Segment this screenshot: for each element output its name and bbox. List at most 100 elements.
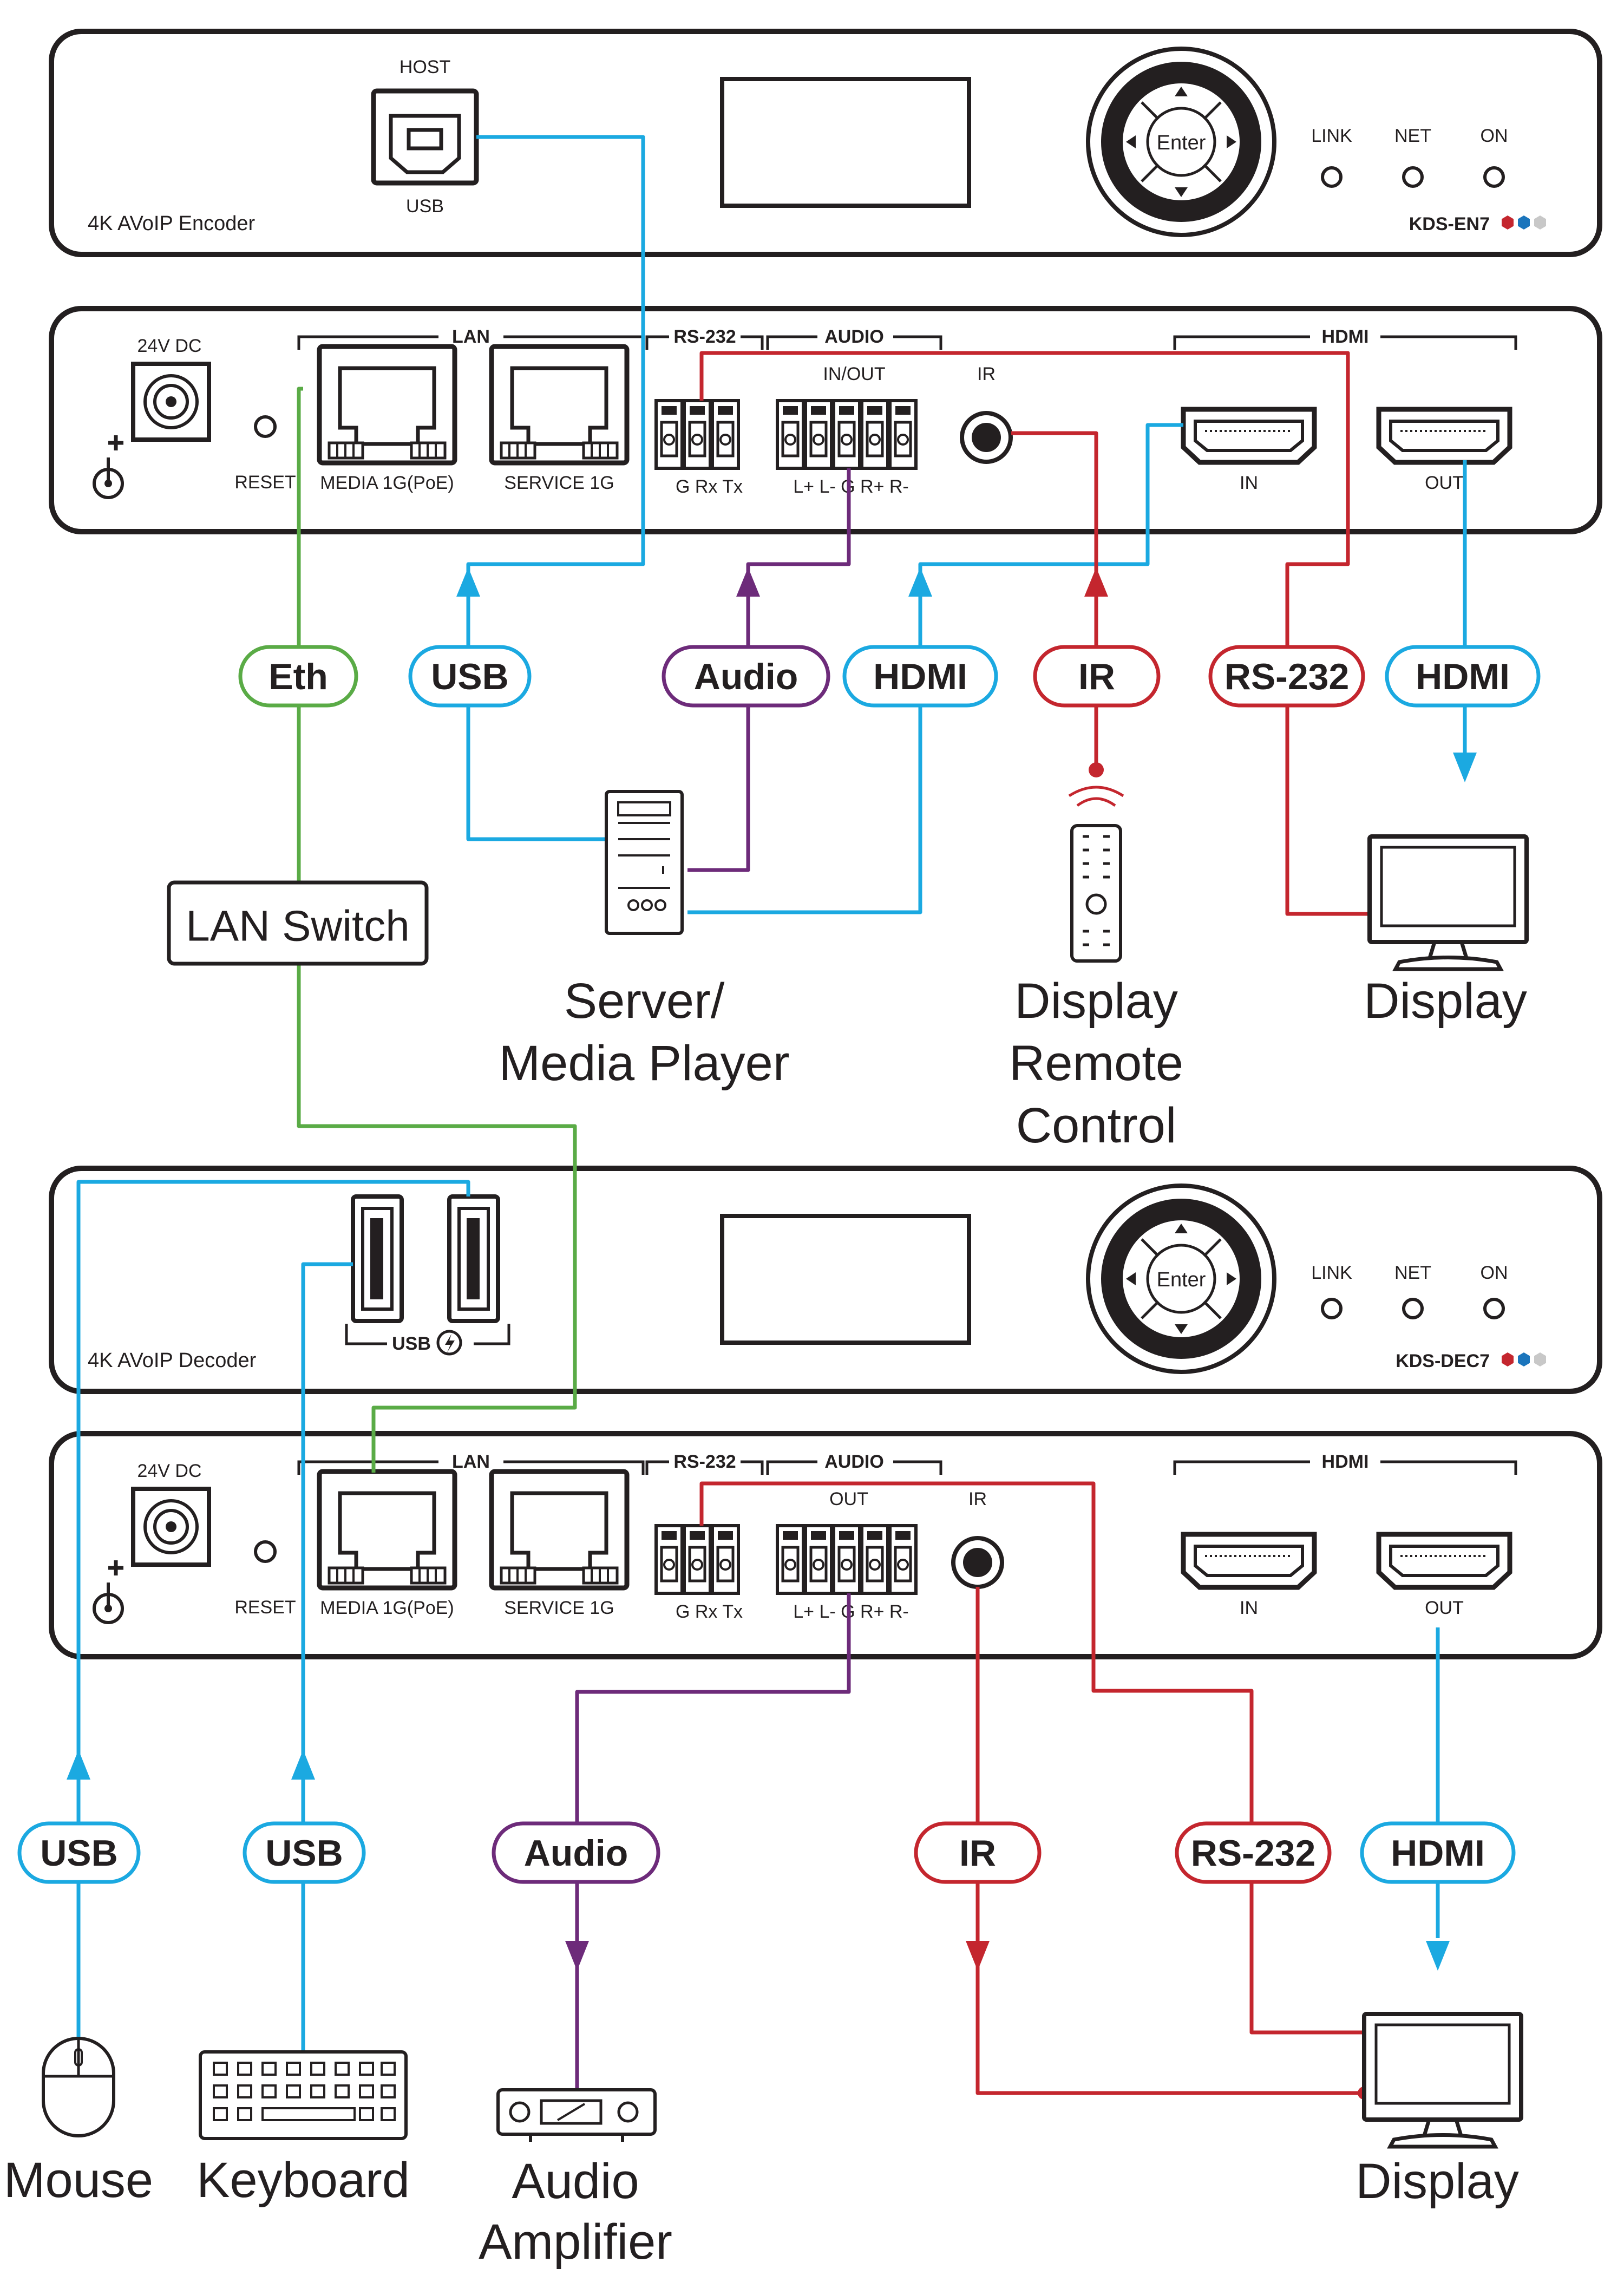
encoder-status-leds: LINK NET ON [1311, 126, 1508, 188]
net-led [1402, 1298, 1424, 1319]
on-led-label: ON [1481, 1263, 1508, 1283]
decoder-hdmi-out-port [1379, 1534, 1510, 1587]
decoder-model-code: KDS-DEC7 [1396, 1351, 1490, 1371]
label-enc-audio: Audio [662, 645, 830, 708]
svg-text:Audio: Audio [524, 1833, 628, 1874]
decoder-lan-group: LAN [452, 1451, 490, 1472]
decoder-usb-mouse-cable [76, 1180, 470, 2041]
encoder-reset-button[interactable] [254, 415, 277, 438]
decoder-rs232-group: RS-232 [673, 1451, 736, 1472]
usb-power-icon [436, 1330, 462, 1356]
decoder-power-label: 24V DC [137, 1461, 201, 1481]
decoder-model-text: 4K AVoIP Decoder [88, 1349, 257, 1372]
decoder-service-port [492, 1472, 627, 1588]
decoder-audio-direction: OUT [829, 1489, 868, 1509]
lan-switch: LAN Switch [167, 880, 429, 966]
encoder-audio-pins: L+ L- G R+ R- [793, 476, 909, 497]
decoder-usb-group: USB [392, 1333, 431, 1354]
decoder-hdmi-group: HDMI [1322, 1451, 1369, 1472]
decoder-service-label: SERVICE 1G [504, 1598, 614, 1618]
decoder-rs232-cable [699, 1481, 1364, 2035]
link-led-label: LINK [1311, 1263, 1352, 1283]
link-led [1321, 1298, 1343, 1319]
on-led [1483, 1298, 1505, 1319]
audio-amplifier-icon [496, 2088, 657, 2142]
svg-text:USB: USB [431, 656, 509, 697]
keyboard-label: Keyboard [197, 2153, 410, 2208]
display-top-icon [1370, 836, 1527, 969]
encoder-audio-arrow [736, 567, 760, 597]
encoder-audio-terminal [777, 401, 916, 468]
decoder-rs232-pins: G Rx Tx [676, 1601, 743, 1622]
label-dec-hdmi: HDMI [1360, 1821, 1516, 1884]
encoder-service-label: SERVICE 1G [504, 473, 614, 493]
decoder-audio-pins: L+ L- G R+ R- [793, 1601, 909, 1622]
decoder-usb-mouse-arrow [67, 1750, 90, 1780]
encoder-audio-cable [687, 468, 851, 872]
decoder-ground-icon [93, 1560, 124, 1624]
encoder-hdmi-in-arrow [908, 567, 932, 597]
svg-text:Eth: Eth [269, 656, 328, 697]
usb-label: USB [406, 196, 444, 217]
encoder-ir-label: IR [977, 364, 996, 384]
encoder-ir-port [960, 411, 1013, 464]
net-led-label: NET [1394, 126, 1431, 146]
keyboard-icon [199, 2050, 408, 2140]
decoder-rear-panel: 24V DC RESET LAN MEDIA 1G(PoE) SERVICE 1… [49, 1431, 1602, 1659]
decoder-hdmi-in-port [1183, 1534, 1314, 1587]
link-led [1321, 166, 1343, 188]
net-led-label: NET [1394, 1263, 1431, 1283]
label-enc-hdmi-in: HDMI [842, 645, 998, 708]
cable-labels: Eth USB Audio HDMI IR RS-232 HDMI USB US… [17, 645, 1541, 1884]
encoder-hdmi-out-label: OUT [1425, 473, 1464, 493]
host-label: HOST [400, 57, 450, 77]
encoder-reset-label: RESET [234, 472, 296, 493]
label-dec-ir: IR [914, 1821, 1042, 1884]
encoder-ground-icon [93, 435, 124, 499]
decoder-usb-port-1 [353, 1196, 402, 1321]
encoder-ir-cable [1011, 431, 1098, 774]
decoder-reset-label: RESET [234, 1597, 296, 1618]
decoder-navigation-pad[interactable]: Enter [1088, 1186, 1274, 1372]
encoder-hdmi-in-label: IN [1240, 473, 1258, 493]
svg-text:IR: IR [1078, 656, 1115, 697]
decoder-display-screen [720, 1214, 971, 1345]
label-dec-usb-keyboard: USB [243, 1821, 366, 1884]
svg-text:IR: IR [959, 1833, 996, 1874]
encoder-rs232-group: RS-232 [673, 326, 736, 347]
kramer-hex-logo [1502, 1352, 1546, 1366]
label-enc-hdmi-out: HDMI [1385, 645, 1541, 708]
cables [76, 135, 1467, 2095]
display-bottom-label: Display [1355, 2154, 1519, 2209]
remote-control-icon [1068, 786, 1124, 963]
decoder-status-leds: LINK NET ON [1311, 1263, 1508, 1319]
svg-text:RS-232: RS-232 [1224, 656, 1350, 697]
decoder-reset-button[interactable] [254, 1540, 277, 1563]
encoder-hdmi-in-port [1183, 409, 1314, 462]
decoder-hdmi-out-label: OUT [1425, 1598, 1464, 1618]
decoder-hdmi-arrow [1426, 1941, 1450, 1971]
encoder-ir-arrow [1084, 567, 1108, 597]
encoder-media-port [319, 346, 455, 463]
encoder-rear-panel: 24V DC RESET LAN MEDIA 1G(PoE) SERVICE 1… [49, 306, 1602, 534]
encoder-rs232-pins: G Rx Tx [676, 476, 743, 497]
amp-label-line1: Audio [512, 2154, 639, 2209]
decoder-usb-keyboard-cable [301, 1262, 353, 2052]
label-dec-usb-mouse: USB [17, 1821, 141, 1884]
decoder-ir-arrow [966, 1941, 990, 1971]
svg-text:HDMI: HDMI [873, 656, 967, 697]
on-led-label: ON [1481, 126, 1508, 146]
encoder-audio-direction: IN/OUT [823, 364, 885, 384]
encoder-power-label: 24V DC [137, 336, 201, 356]
display-top-label: Display [1364, 973, 1527, 1029]
on-led [1483, 166, 1505, 188]
svg-text:HDMI: HDMI [1391, 1833, 1485, 1874]
mouse-icon [42, 2037, 115, 2137]
enter-button[interactable]: Enter [1157, 1268, 1206, 1291]
decoder-rs232-terminal [656, 1526, 738, 1593]
enter-button[interactable]: Enter [1157, 132, 1206, 154]
label-enc-usb: USB [408, 645, 532, 708]
encoder-navigation-pad[interactable]: Enter [1088, 49, 1274, 235]
encoder-model-text: 4K AVoIP Encoder [88, 212, 256, 235]
label-enc-eth: Eth [238, 645, 358, 708]
